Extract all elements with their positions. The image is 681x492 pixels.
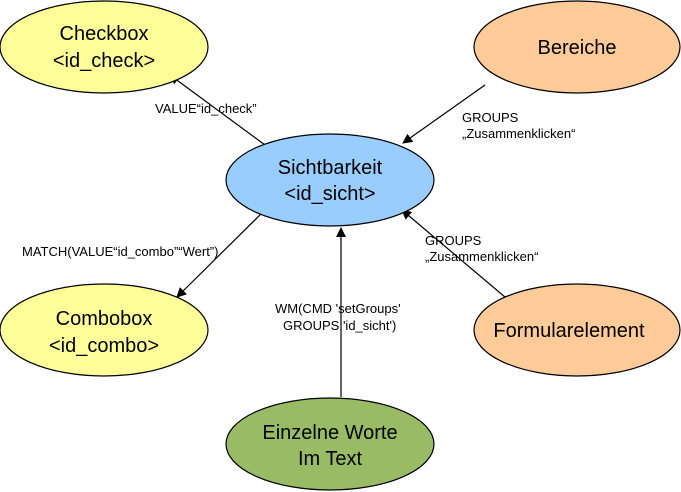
edge-label-value-id-check: VALUE“id_check” bbox=[155, 101, 257, 116]
node-bereiche-shape bbox=[473, 0, 681, 94]
node-sichtbarkeit-id: <id_sicht> bbox=[284, 183, 375, 205]
node-sichtbarkeit-title: Sichtbarkeit bbox=[278, 157, 383, 179]
edge-label-formularelement-groups: GROUPS bbox=[425, 233, 482, 248]
edge-label-match-value-id-combo: MATCH(VALUE“id_combo”“Wert”) bbox=[22, 244, 218, 259]
node-checkbox: Checkbox <id_check> bbox=[0, 0, 209, 94]
edge-label-bereiche-groups: GROUPS bbox=[462, 110, 519, 125]
edge-label-wm-cmd-setgroups: WM(CMD 'setGroups' bbox=[275, 301, 401, 316]
edge-label-formularelement-zusammenklicken: „Zusammenklicken“ bbox=[425, 249, 538, 264]
edge-sichtbarkeit-to-checkbox bbox=[169, 74, 266, 146]
node-combobox-shape bbox=[0, 283, 209, 377]
node-checkbox-title: Checkbox bbox=[60, 23, 149, 45]
node-checkbox-id: <id_check> bbox=[53, 50, 155, 72]
node-formularelement-title: Formularelement bbox=[493, 320, 645, 342]
edge-bereiche-to-sichtbarkeit bbox=[402, 84, 486, 144]
node-sichtbarkeit-shape bbox=[225, 133, 435, 227]
node-combobox-id: <id_combo> bbox=[49, 335, 159, 357]
edge-sichtbarkeit-to-combobox bbox=[176, 209, 266, 298]
node-formularelement: Formularelement bbox=[473, 283, 681, 377]
node-einzelne-worte: Einzelne Worte Im Text bbox=[225, 397, 435, 491]
node-combobox: Combobox <id_combo> bbox=[0, 283, 209, 377]
node-einzelne-worte-shape bbox=[225, 397, 435, 491]
node-combobox-title: Combobox bbox=[56, 308, 153, 330]
edge-formularelement-to-sichtbarkeit bbox=[401, 209, 513, 304]
node-einzelne-worte-line1: Einzelne Worte bbox=[262, 422, 397, 444]
edge-label-groups-id-sicht: GROUPS 'id_sicht') bbox=[283, 318, 396, 333]
node-bereiche-title: Bereiche bbox=[538, 37, 617, 59]
node-bereiche: Bereiche bbox=[473, 0, 681, 94]
node-sichtbarkeit: Sichtbarkeit <id_sicht> bbox=[225, 133, 435, 227]
node-formularelement-shape bbox=[473, 283, 681, 377]
node-einzelne-worte-line2: Im Text bbox=[298, 448, 363, 470]
node-checkbox-shape bbox=[0, 0, 209, 94]
edge-label-bereiche-zusammenklicken: „Zusammenklicken“ bbox=[462, 126, 575, 141]
